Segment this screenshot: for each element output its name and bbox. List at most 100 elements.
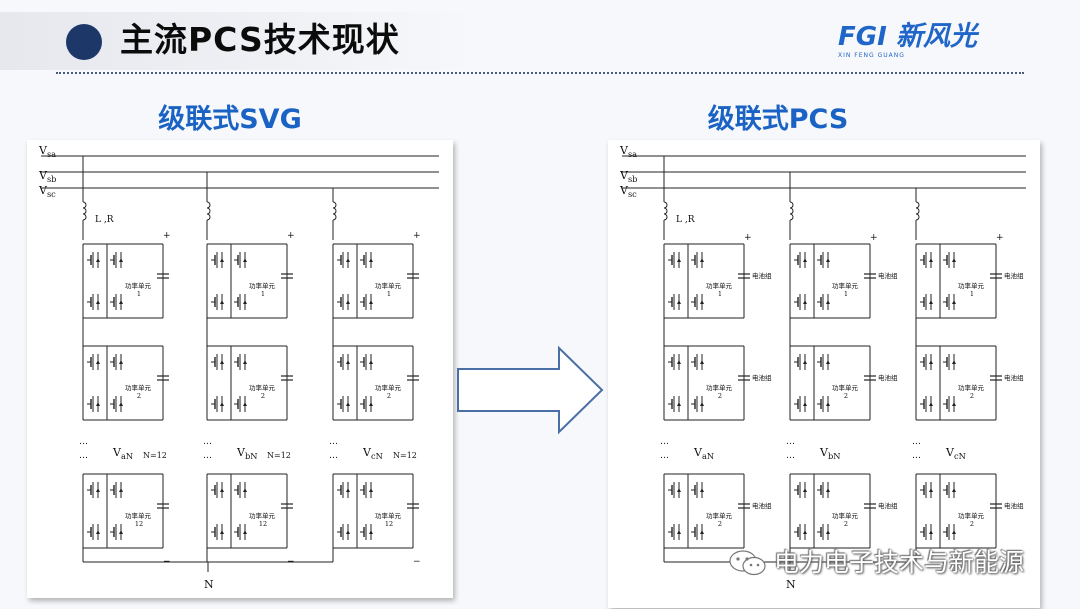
igbt-switch <box>817 524 830 540</box>
supply-label-c: Vsc <box>38 184 56 199</box>
power-unit-number: 2 <box>718 520 722 528</box>
phase-voltage-label-sub: bN <box>828 451 841 461</box>
phase-voltage-label-main: V <box>945 446 955 459</box>
igbt-switch <box>234 354 247 370</box>
igbt-switch <box>668 396 681 412</box>
igbt-switch <box>943 524 956 540</box>
neutral-label: N <box>786 578 796 591</box>
ellipsis-dots: … <box>329 451 338 461</box>
power-unit-label: 功率单元 <box>958 281 985 290</box>
igbt-switch <box>668 252 681 268</box>
phase-voltage-label-sub: bN <box>245 451 258 461</box>
igbt-switch <box>87 396 100 412</box>
phase-voltage-label-main: V <box>362 446 372 459</box>
igbt-switch <box>337 252 350 268</box>
igbt-switch <box>943 252 956 268</box>
phase-voltage-label-main: V <box>693 446 703 459</box>
inductor-symbol <box>206 201 211 221</box>
igbt-switch <box>234 482 247 498</box>
battery-label: 电池组 <box>1004 373 1024 382</box>
igbt-switch <box>920 396 933 412</box>
igbt-switch <box>360 524 373 540</box>
phase-voltage-label-text: VbN <box>819 446 840 461</box>
plus-sign: + <box>287 231 295 241</box>
cascaded-svg-title: 级联式SVG <box>158 104 302 135</box>
ellipsis-dots: … <box>79 451 88 461</box>
igbt-switch <box>234 294 247 310</box>
phase-voltage-label-text: VaN <box>112 446 133 461</box>
supply-label-c-main: V <box>38 184 48 197</box>
inductor-symbol <box>789 201 794 221</box>
phase-voltage-label-sub: aN <box>121 451 133 461</box>
igbt-switch <box>691 524 704 540</box>
power-unit-label: 功率单元 <box>249 383 276 392</box>
wechat-icon <box>729 550 766 576</box>
supply-label-c-sub: sc <box>47 189 56 199</box>
n12-label: N=12 <box>143 451 167 460</box>
igbt-switch <box>920 524 933 540</box>
inductor-symbol <box>82 201 87 221</box>
power-unit-number: 2 <box>261 392 265 400</box>
supply-label-a: Vsa <box>38 144 56 159</box>
igbt-switch <box>794 396 807 412</box>
power-unit-number: 2 <box>387 392 391 400</box>
power-unit-label: 功率单元 <box>706 511 733 520</box>
ellipsis-dots: … <box>660 451 669 461</box>
supply-label-b-sub: sb <box>47 174 57 184</box>
igbt-switch <box>817 294 830 310</box>
igbt-switch <box>360 252 373 268</box>
igbt-switch <box>794 252 807 268</box>
supply-label-b-main: V <box>38 169 48 182</box>
phase-voltage-label: VaN <box>112 446 133 461</box>
supply-label-b-main: V <box>619 169 629 182</box>
supply-label-a: Vsa <box>619 144 637 159</box>
ellipsis-dots: … <box>912 451 921 461</box>
supply-label-a-main: V <box>38 144 48 157</box>
igbt-switch <box>211 354 224 370</box>
supply-label-a-sub: sa <box>47 149 56 159</box>
igbt-switch <box>817 252 830 268</box>
minus-sign: − <box>413 557 421 567</box>
igbt-switch <box>337 524 350 540</box>
transition-arrow-icon <box>457 345 604 435</box>
power-unit-number: 1 <box>387 290 391 298</box>
phase-voltage-label: VcN <box>362 446 383 461</box>
igbt-switch <box>337 396 350 412</box>
logo-subtitle: XIN FENG GUANG <box>838 52 905 59</box>
power-unit-number: 1 <box>137 290 141 298</box>
igbt-switch <box>920 294 933 310</box>
n12-label: N=12 <box>393 451 417 460</box>
power-unit-label: 功率单元 <box>832 281 859 290</box>
igbt-switch <box>920 354 933 370</box>
igbt-switch <box>234 524 247 540</box>
plus-sign: + <box>163 231 171 241</box>
igbt-switch <box>87 294 100 310</box>
power-unit-number: 2 <box>844 520 848 528</box>
phase-voltage-label-text: VaN <box>693 446 714 461</box>
igbt-switch <box>668 354 681 370</box>
igbt-switch <box>943 396 956 412</box>
phase-voltage-label-sub: cN <box>371 451 383 461</box>
watermark: 电力电子技术与新能源 <box>728 544 1058 584</box>
phase-voltage-label: VbN <box>819 446 840 461</box>
battery-label: 电池组 <box>878 501 898 510</box>
power-unit-label: 功率单元 <box>706 383 733 392</box>
ellipsis-dots: … <box>203 451 212 461</box>
power-unit-label: 功率单元 <box>125 281 152 290</box>
igbt-switch <box>817 354 830 370</box>
power-unit-label: 功率单元 <box>249 281 276 290</box>
supply-label-c-text: Vsc <box>38 184 56 199</box>
power-unit-label: 功率单元 <box>375 383 402 392</box>
phase-voltage-label: VaN <box>693 446 714 461</box>
phase-voltage-label-main: V <box>819 446 829 459</box>
phase-voltage-label: VcN <box>945 446 966 461</box>
phase-voltage-label-text: VbN <box>236 446 257 461</box>
power-unit-number: 2 <box>844 392 848 400</box>
igbt-switch <box>211 482 224 498</box>
page-title: 主流PCS技术现状 <box>120 20 400 59</box>
power-unit-label: 功率单元 <box>832 511 859 520</box>
igbt-switch <box>110 396 123 412</box>
